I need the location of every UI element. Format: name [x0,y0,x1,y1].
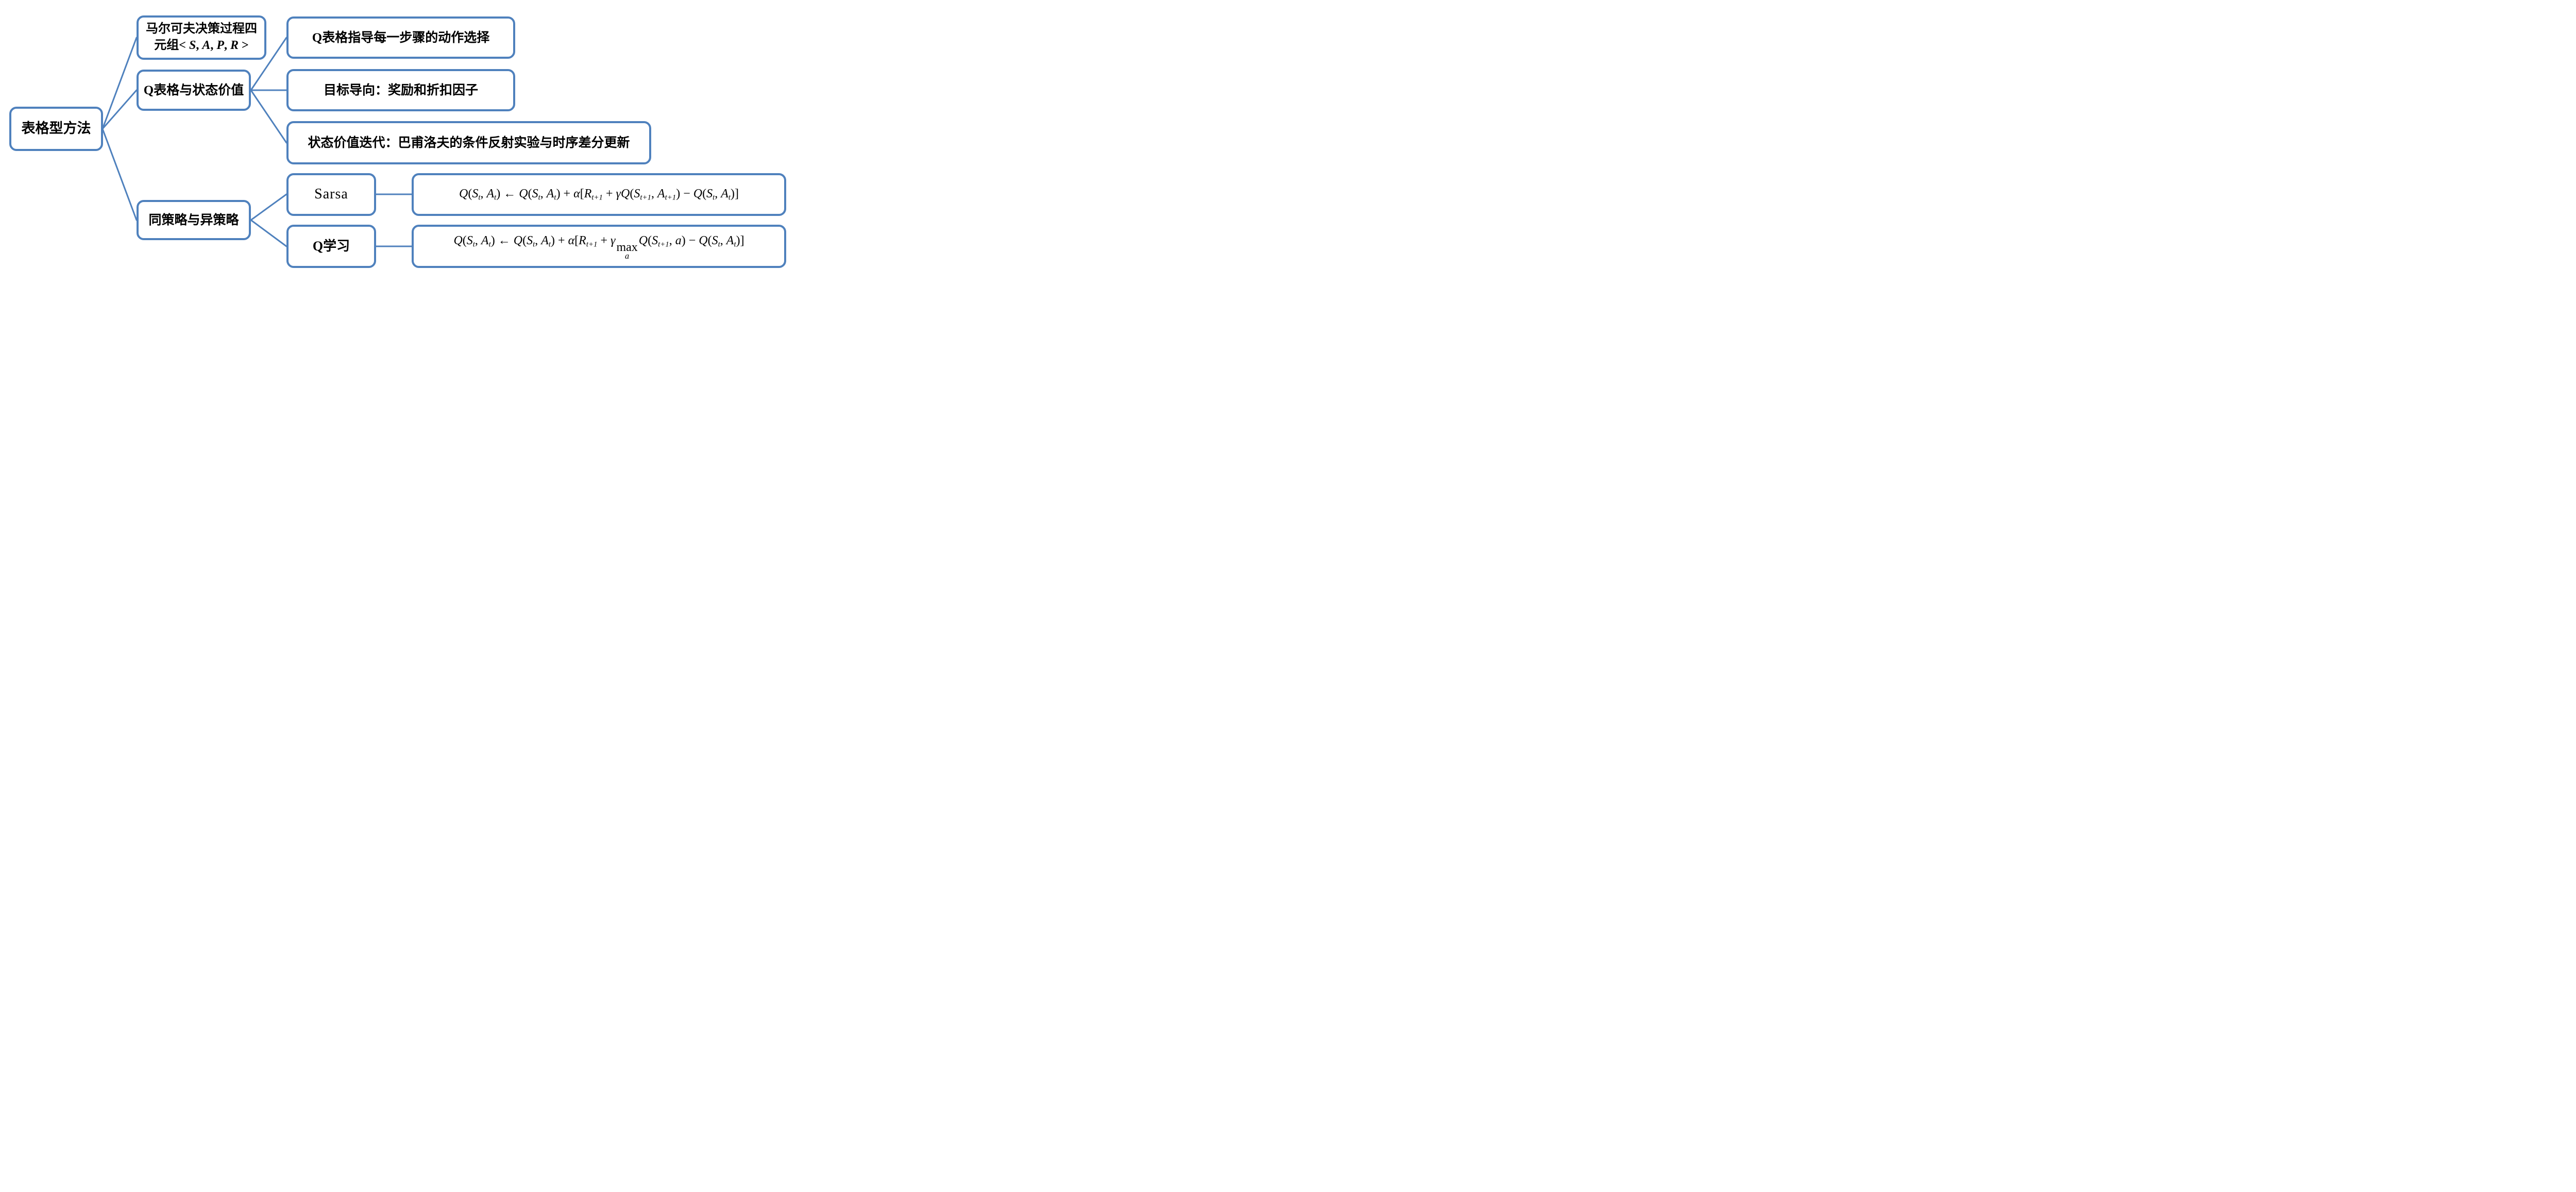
node-label: 状态价值迭代：巴甫洛夫的条件反射实验与时序差分更新 [308,136,630,150]
mdp-label-line1: 马尔可夫决策过程四 [146,22,257,36]
node-qtable-state-value[interactable]: Q表格与状态价值 [137,70,251,111]
edge-policy-to-qlearning [250,219,287,247]
node-tabular-methods-root[interactable]: 表格型方法 [9,107,103,151]
node-label: 马尔可夫决策过程四 元组< S, A, P, R > [142,21,261,54]
node-state-value-iteration[interactable]: 状态价值迭代：巴甫洛夫的条件反射实验与时序差分更新 [286,121,651,164]
connector-lines-layer [101,37,413,247]
node-q-learning[interactable]: Q学习 [286,225,376,268]
sarsa-formula: Q(St, At) ← Q(St, At) + α[Rt+1 + γQ(St+1… [459,187,739,202]
edge-policy-to-sarsa [250,193,287,221]
node-label: 同策略与异策略 [148,213,239,227]
node-sarsa[interactable]: Sarsa [286,173,376,216]
node-label: Q表格与状态价值 [143,83,244,97]
edge-qtable-to-action-selection [250,37,287,91]
node-label: 目标导向：奖励和折扣因子 [323,83,478,97]
mindmap-canvas: 表格型方法 马尔可夫决策过程四 元组< S, A, P, R > Q表格与状态价… [0,0,805,298]
edge-root-to-mdp [101,37,138,130]
node-qtable-guides-action-selection[interactable]: Q表格指导每一步骤的动作选择 [286,16,515,59]
node-label: 表格型方法 [21,121,91,137]
edge-qtable-to-value-iteration [250,89,287,144]
mdp-label-line2: 元组< S, A, P, R > [154,39,249,52]
node-label: Q学习 [312,238,350,254]
node-on-policy-off-policy[interactable]: 同策略与异策略 [137,200,251,240]
edge-root-to-policy [101,128,138,221]
node-mdp-four-tuple[interactable]: 马尔可夫决策过程四 元组< S, A, P, R > [137,15,266,60]
node-label: Q表格指导每一步骤的动作选择 [312,30,490,45]
node-label: Sarsa [314,186,348,203]
node-goal-oriented-reward-discount[interactable]: 目标导向：奖励和折扣因子 [286,69,515,111]
edge-root-to-qtable [101,89,138,130]
node-sarsa-update-formula[interactable]: Q(St, At) ← Q(St, At) + α[Rt+1 + γQ(St+1… [412,173,786,216]
